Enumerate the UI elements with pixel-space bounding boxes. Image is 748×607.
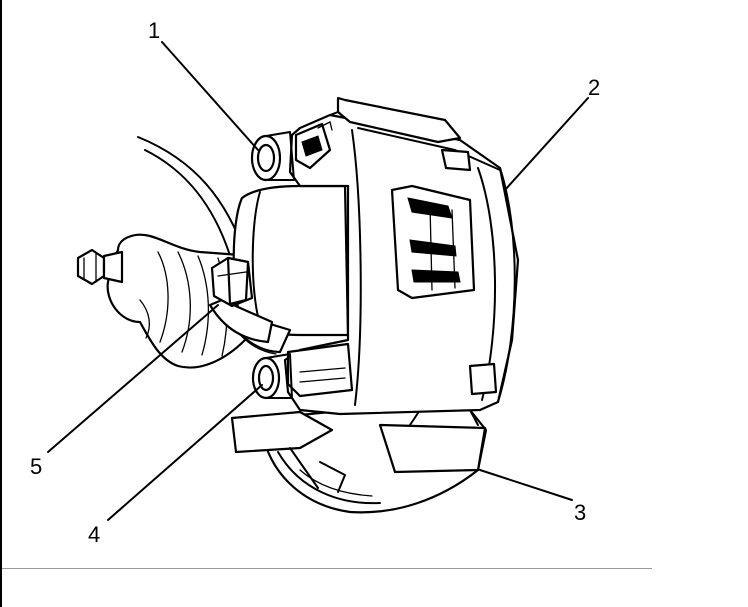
caliper-bracket xyxy=(230,408,488,514)
left-frame-border xyxy=(0,0,2,607)
brake-hose-fitting xyxy=(210,256,254,308)
leader-line-2 xyxy=(504,97,589,191)
upper-guide-pin-bolt xyxy=(250,131,295,182)
callout-2: 2 xyxy=(588,75,600,100)
callout-1: 1 xyxy=(148,18,160,43)
callout-5: 5 xyxy=(30,454,42,479)
piston-housing xyxy=(208,184,350,355)
callout-3: 3 xyxy=(574,500,586,525)
leader-line-5 xyxy=(47,304,219,453)
callout-4: 4 xyxy=(88,522,100,547)
bottom-divider xyxy=(2,568,652,569)
callout-labels: 1 2 3 4 5 xyxy=(30,18,600,547)
leader-line-1 xyxy=(161,41,259,151)
caliper-body xyxy=(283,96,520,416)
leader-line-3 xyxy=(479,469,573,501)
leader-lines xyxy=(47,41,589,521)
leader-line-4 xyxy=(107,384,263,521)
lower-guide-pin-bolt xyxy=(251,353,293,400)
dust-boot xyxy=(76,233,247,369)
